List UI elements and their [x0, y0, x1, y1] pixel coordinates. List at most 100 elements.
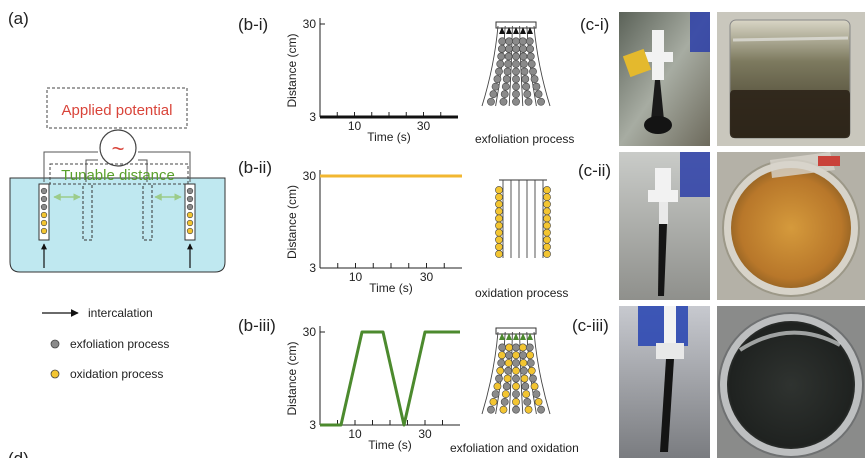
particle-dot — [504, 52, 513, 61]
particle-dot — [496, 366, 505, 375]
panel-c1-label: (c-i) — [580, 15, 609, 34]
particle-dot — [518, 37, 527, 46]
tunable-distance-box — [49, 163, 189, 185]
y-tick-label: 30 — [303, 169, 317, 183]
particle-dot — [521, 75, 530, 83]
legend-oxidation: oxidation process — [70, 367, 163, 381]
particle-dot — [512, 397, 520, 406]
particle-dot — [512, 405, 520, 414]
x-tick-label: 30 — [420, 270, 434, 284]
electrode-dot — [186, 227, 194, 235]
particle-dot — [543, 207, 551, 216]
particle-dot — [518, 343, 527, 352]
particle-dot — [493, 382, 502, 391]
right-dashed-electrode — [142, 183, 153, 241]
electrode-dot — [40, 219, 48, 227]
particle-dot — [527, 366, 536, 375]
tunable-distance-label: Tunable distance — [61, 167, 175, 184]
intercalation-arrowhead — [520, 333, 526, 340]
graphite-sheet — [533, 25, 551, 107]
particle-dot — [503, 67, 512, 76]
intercalation-arrowhead — [499, 333, 505, 340]
particle-dot — [499, 97, 508, 106]
panel-b2-caption: oxidation process — [475, 286, 568, 300]
electrode-dot — [40, 195, 48, 203]
particle-dot — [534, 397, 543, 406]
particle-dot — [534, 90, 543, 99]
particle-dot — [543, 200, 551, 209]
particle-dot — [519, 366, 528, 375]
particle-dot — [519, 44, 527, 53]
particle-dot — [543, 186, 551, 194]
particle-dot — [530, 75, 539, 83]
particle-dot — [499, 405, 508, 414]
panel-b3-label: (b-iii) — [238, 316, 276, 335]
intercalation-arrowhead — [520, 27, 526, 34]
electrode-dot — [40, 187, 48, 195]
particle-dot — [519, 359, 528, 367]
particle-dot — [498, 37, 507, 46]
ac-tilde-icon: ~ — [112, 136, 125, 161]
electrode-dot — [40, 227, 48, 235]
electrode-dot — [40, 203, 48, 211]
particle-dot — [512, 382, 520, 391]
particle-dot — [512, 366, 520, 375]
particle-dot — [497, 351, 506, 360]
particle-dot — [493, 75, 502, 83]
electrode-dot — [186, 187, 194, 195]
electrode-dot — [186, 219, 194, 227]
particle-dot — [512, 351, 520, 360]
particle-dot — [520, 374, 529, 383]
particle-dot — [526, 351, 535, 360]
panel-c2-label: (c-ii) — [578, 161, 611, 180]
intercalation-arrowhead — [513, 27, 519, 34]
x-axis-label: Time (s) — [368, 438, 412, 452]
y-axis-label: Distance (cm) — [285, 33, 299, 107]
particle-dot — [543, 221, 551, 230]
particle-dot — [487, 97, 495, 106]
x-axis-label: Time (s) — [367, 130, 411, 144]
schematic-b3 — [481, 327, 551, 415]
graphite-sheet — [533, 331, 551, 415]
particle-dot — [530, 382, 539, 391]
particle-dot — [495, 186, 503, 194]
schematic-b1 — [481, 21, 551, 107]
legend-yellow-dot-icon — [50, 369, 60, 379]
legend-intercalation: intercalation — [88, 306, 153, 320]
panel-b1-caption: exfoliation process — [475, 132, 574, 146]
particle-dot — [503, 374, 512, 383]
panel-b2-label: (b-ii) — [238, 158, 272, 177]
particle-dot — [523, 90, 532, 99]
graphite-sheet — [481, 25, 499, 107]
particle-dot — [504, 359, 513, 367]
particle-dot — [512, 359, 520, 367]
particle-dot — [487, 405, 495, 414]
particle-dot — [489, 90, 498, 99]
particle-dot — [497, 359, 506, 367]
particle-dot — [525, 343, 534, 352]
panel-d-label: (d) — [8, 449, 29, 458]
particle-dot — [491, 390, 500, 399]
schematic-b2 — [495, 179, 551, 258]
y-tick-label: 3 — [309, 110, 316, 124]
y-tick-label: 30 — [303, 17, 317, 31]
panel-c: (c-i) (c-ii) (c-iii) — [572, 12, 865, 458]
particle-dot — [498, 343, 507, 352]
particle-dot — [495, 193, 503, 202]
particle-dot — [495, 221, 503, 230]
y-tick-label: 3 — [309, 418, 316, 432]
applied-potential-box — [46, 87, 188, 129]
particle-dot — [532, 82, 541, 91]
particle-dot — [505, 44, 513, 53]
particle-dot — [537, 97, 545, 106]
particle-dot — [512, 44, 520, 53]
particle-dot — [543, 214, 551, 223]
particle-dot — [495, 228, 503, 237]
panel-b1-label: (b-i) — [238, 15, 268, 34]
electrode-dot — [186, 203, 194, 211]
panel-a-label: (a) — [8, 9, 29, 28]
particle-dot — [529, 374, 537, 383]
